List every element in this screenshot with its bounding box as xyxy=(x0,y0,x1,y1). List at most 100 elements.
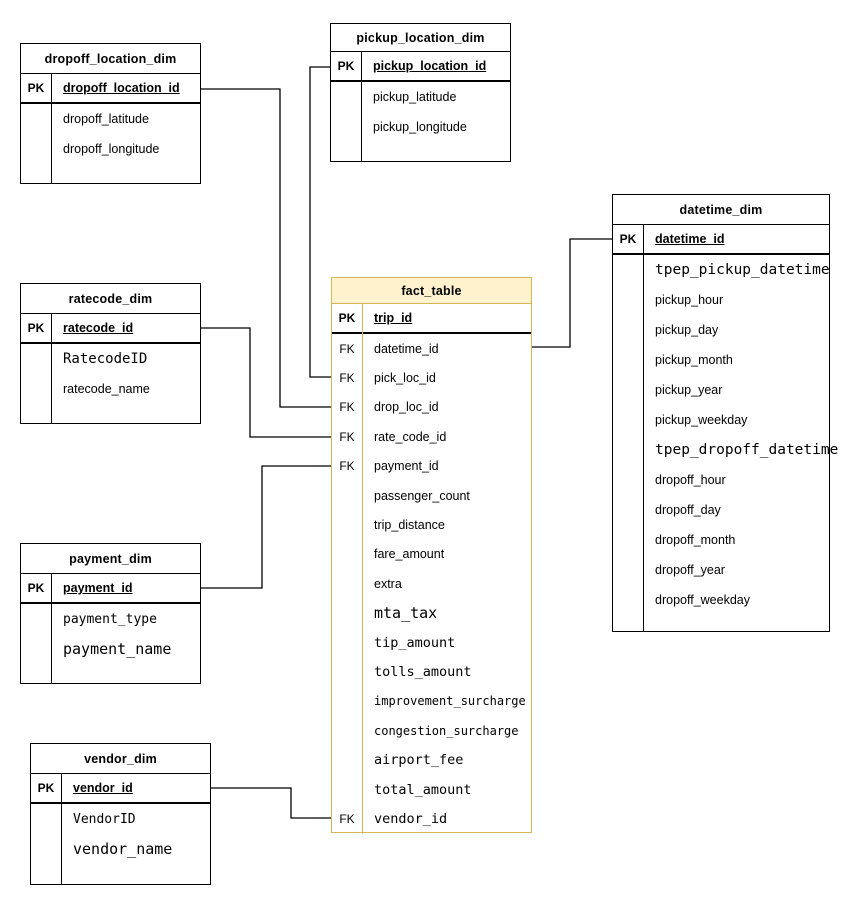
field-label: payment_type xyxy=(63,611,157,627)
table-row: pickup_year xyxy=(613,375,829,405)
key-cell: PK xyxy=(337,59,355,73)
connector-pickup-location-to-fact-pick-loc-id xyxy=(309,66,331,378)
key-cell: FK xyxy=(339,341,355,356)
key-column-divider xyxy=(51,574,52,683)
key-cell: PK xyxy=(27,321,45,335)
field-label: dropoff_month xyxy=(655,533,736,547)
table-title: payment_dim xyxy=(21,544,200,574)
table-row: tolls_amount xyxy=(332,657,531,686)
key-column-divider xyxy=(61,774,62,884)
table-row: PK datetime_id xyxy=(613,225,829,255)
connector-ratecode-to-fact-rate-code-id xyxy=(201,327,331,438)
key-cell: PK xyxy=(619,232,637,246)
table-row: dropoff_latitude xyxy=(21,104,200,134)
key-cell: FK xyxy=(339,811,355,826)
field-label: trip_distance xyxy=(374,518,445,533)
connector-dropoff-location-to-fact-drop-loc-id xyxy=(201,88,331,408)
table-row: vendor_name xyxy=(31,834,210,864)
table-row: PK vendor_id xyxy=(31,774,210,804)
table-row: tpep_dropoff_datetime xyxy=(613,435,838,465)
field-label: fare_amount xyxy=(374,547,445,562)
field-label: trip_id xyxy=(374,311,413,325)
table-title: datetime_dim xyxy=(613,195,829,225)
field-label: datetime_id xyxy=(655,232,725,246)
field-label: ratecode_name xyxy=(63,382,150,396)
field-label: rate_code_id xyxy=(374,429,447,444)
field-label: pickup_weekday xyxy=(655,413,748,427)
table-title: dropoff_location_dim xyxy=(21,44,200,74)
table-title: pickup_location_dim xyxy=(331,24,510,52)
field-label: pickup_location_id xyxy=(373,59,487,73)
table-row: pickup_longitude xyxy=(331,112,510,142)
table-title: fact_table xyxy=(332,278,531,304)
field-label: congestion_surcharge xyxy=(374,723,519,738)
table-row: passenger_count xyxy=(332,481,531,510)
table-row: extra xyxy=(332,569,531,598)
table-row: tpep_pickup_datetime xyxy=(613,255,830,285)
key-column-divider xyxy=(51,314,52,423)
key-cell: FK xyxy=(339,371,355,386)
table-row: trip_distance xyxy=(332,510,531,539)
table-row: payment_name xyxy=(21,634,200,664)
table-row: RatecodeID xyxy=(21,344,200,374)
table-row: dropoff_hour xyxy=(613,465,829,495)
key-cell: FK xyxy=(339,459,355,474)
table-body: PK datetime_id tpep_pickup_datetime pickup_… xyxy=(613,225,838,631)
field-label: ratecode_id xyxy=(63,321,134,335)
table-row: fare_amount xyxy=(332,540,531,569)
field-label: dropoff_weekday xyxy=(655,593,750,607)
field-label: pick_loc_id xyxy=(374,371,436,386)
field-label: pickup_month xyxy=(655,353,733,367)
field-label: vendor_id xyxy=(73,781,133,795)
table-row: payment_type xyxy=(21,604,200,634)
table-row: congestion_surcharge xyxy=(332,716,531,745)
key-cell: PK xyxy=(338,311,356,325)
table-row: VendorID xyxy=(31,804,210,834)
table-row: pickup_day xyxy=(613,315,829,345)
table-row: dropoff_longitude xyxy=(21,134,200,164)
table-title: vendor_dim xyxy=(31,744,210,774)
field-label: datetime_id xyxy=(374,341,439,356)
table-row: improvement_surcharge xyxy=(332,687,531,716)
connector-vendor-to-fact-vendor-id xyxy=(211,787,331,819)
table-row: dropoff_weekday xyxy=(613,585,829,615)
table-row: PK pickup_location_id xyxy=(331,52,510,82)
key-column-divider xyxy=(362,304,363,834)
table-row: dropoff_month xyxy=(613,525,829,555)
field-label: drop_loc_id xyxy=(374,400,439,415)
field-label: extra xyxy=(374,576,402,591)
field-label: tolls_amount xyxy=(374,663,472,680)
field-label: dropoff_hour xyxy=(655,473,726,487)
table-row: pickup_month xyxy=(613,345,829,375)
table-row: tip_amount xyxy=(332,628,531,657)
key-cell: PK xyxy=(37,781,55,795)
field-label: RatecodeID xyxy=(63,351,148,367)
field-label: mta_tax xyxy=(374,604,438,623)
connector-fact-datetime-id-to-datetime-dim xyxy=(532,238,612,348)
table-row: PK trip_id xyxy=(332,304,531,334)
field-label: dropoff_year xyxy=(655,563,725,577)
key-column-divider xyxy=(361,52,362,161)
field-label: total_amount xyxy=(374,781,472,798)
table-row: pickup_weekday xyxy=(613,405,829,435)
field-label: pickup_day xyxy=(655,323,719,337)
field-label: payment_id xyxy=(63,581,133,595)
field-label: VendorID xyxy=(73,811,136,827)
